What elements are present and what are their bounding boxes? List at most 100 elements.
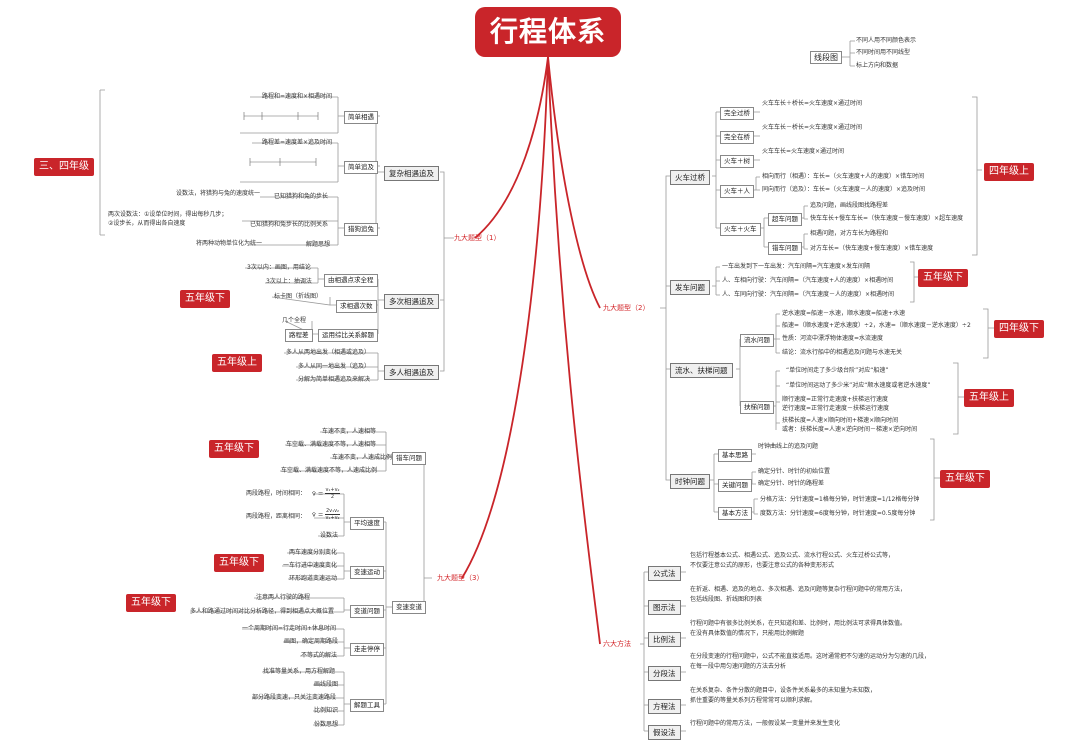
note: 份数思想 <box>314 721 339 728</box>
note: 一车行进中速度变化 <box>283 562 338 569</box>
note: 相遇问题，对方车长为路程和 <box>810 230 889 237</box>
note: 火车车长＋桥长=火车速度×通过时间 <box>762 100 863 107</box>
note: 两车速度分别变化 <box>289 549 338 556</box>
note: 将两种动物单位化为统一 <box>196 240 263 247</box>
note: 人、车同向行驶：汽车间隔=（汽车速度－人的速度）×相遇时间 <box>722 291 895 298</box>
node-flow: 流水问题 <box>740 334 774 347</box>
grade-badge: 四年级上 <box>984 163 1034 181</box>
node: 由相遇点求全程 <box>324 274 378 287</box>
node: 错车问题 <box>768 242 802 255</box>
node-stop: 走走停停 <box>350 643 384 656</box>
grade-badge: 五年级下 <box>940 470 990 488</box>
note: 画图，确定周期路段 <box>284 638 339 645</box>
note: 扶梯长度=人速×顺向时间+梯速×顺向时间 <box>782 417 899 424</box>
branch-label-b2: 九大题型（2） <box>603 304 650 312</box>
node: 完全过桥 <box>720 107 754 120</box>
node: 关键问题 <box>718 479 752 492</box>
node-vchange: 变速运动 <box>350 566 384 579</box>
node: 火车＋火车 <box>720 223 761 236</box>
note: 在没有具体数值的情况下，只能用比例解题 <box>690 630 805 637</box>
note: 逆行速度=正常行走速度－扶梯运行速度 <box>782 405 890 412</box>
note: 或者：扶梯长度=人速×逆向时间－梯速×逆向时间 <box>782 426 918 433</box>
note: 在折返、相遇、追及的地点、多次相遇、追及问题等复杂行程问题中的常用方法， <box>690 586 907 593</box>
note: 路程差=速度差×追及时间 <box>262 139 333 146</box>
node: 求相遇次数 <box>336 300 377 313</box>
note: 包括行程基本公式、相遇公式、追及公式、流水行程公式、火车过桥公式等， <box>690 552 895 559</box>
node: 基本方法 <box>718 507 752 520</box>
node: 路程差 <box>285 329 313 342</box>
node-method: 公式法 <box>648 566 681 581</box>
node-simple-chase: 简单追及 <box>344 161 378 174</box>
grade-badge: 三、四年级 <box>34 158 94 176</box>
note: 环形跑道变速运动 <box>289 575 338 582</box>
note: 在每一段中用匀速问题的方法去分析 <box>690 663 787 670</box>
node-water: 流水、扶梯问题 <box>670 363 733 378</box>
note: 一车出发到下一车出发：汽车间隔=汽车速度×发车间隔 <box>722 263 871 270</box>
node-clock: 时钟问题 <box>670 474 710 489</box>
note: 行程问题中有很多比例关系，在只知道和差、比例时，用比例法可求得具体数值。 <box>690 620 907 627</box>
note: 找准等量关系，用方程解题 <box>263 668 336 675</box>
note: 同向而行（追及）：车长=（火车速度－人的速度）×追及时间 <box>762 186 926 193</box>
note: 比例知识 <box>314 707 339 714</box>
note: 相向而行（相遇）：车长=（火车速度+人的速度）×错车时间 <box>762 173 925 180</box>
note: 标卡图（折线图） <box>274 293 323 300</box>
grade-badge: 五年级下 <box>918 269 968 287</box>
note: 火车车长－桥长=火车速度×通过时间 <box>762 124 863 131</box>
branch-label-b1: 九大题型（1） <box>454 234 501 242</box>
note: 不仅要注意公式的原形，也要注意公式的各种变形形式 <box>690 562 835 569</box>
node: 运用综比关系解题 <box>318 329 378 342</box>
node-fuza: 复杂相遇追及 <box>384 166 439 181</box>
node: 超车问题 <box>768 213 802 226</box>
note: 确定分针、时针的路程差 <box>758 480 825 487</box>
note: 两段路程，距离相同： <box>246 513 307 520</box>
legend-label: 线段图 <box>810 51 842 64</box>
branch-label-b3: 九大题型（3） <box>437 574 484 582</box>
note: 顺行速度=正常行走速度+扶梯运行速度 <box>782 396 889 403</box>
note: 几个全程 <box>282 317 307 324</box>
note: 时钟曲线上的追及问题 <box>758 443 819 450</box>
note: 解题思想 <box>306 241 331 248</box>
note: 在关系复杂、条件分散的题目中，设条件关系最多的未知量为未知数， <box>690 687 877 694</box>
note: 画线段图 <box>314 681 339 688</box>
note: 已知猎狗和兔的步长 <box>274 193 329 200</box>
grade-badge: 五年级下 <box>180 290 230 308</box>
note: 确定分针、时针的初始位置 <box>758 468 831 475</box>
note: 一个周期时间=行走时间+休息时间 <box>242 625 337 632</box>
note: 火车车长=火车速度×通过时间 <box>762 148 845 155</box>
note: 在分段变速的行程问题中，公式不能直接适用。这时通常把不匀速的运动分为匀速的几段， <box>690 653 931 660</box>
note: 路程和=速度和×相遇时间 <box>262 93 333 100</box>
note: 车空载、满载速度不等，人速成比例 <box>281 467 378 474</box>
note: 注意两人行驶的路程 <box>256 594 311 601</box>
note: 两段路程，时间相同： <box>246 490 307 497</box>
note: 设数法 <box>320 532 339 539</box>
grade-badge: 五年级上 <box>212 354 262 372</box>
note: 性质：河流中漂浮物体速度=水流速度 <box>782 335 884 342</box>
note: 逆水速度=船速－水速，顺水速度=船速+水速 <box>782 310 906 317</box>
note: 部分路段变速，只关注变速路段 <box>252 694 337 701</box>
note: 包括线段图、折线图和列表 <box>690 596 763 603</box>
node-many: 多人相遇追及 <box>384 365 439 380</box>
node-avg: 平均速度 <box>350 517 384 530</box>
note: 结论：流水行船中的相遇追及问题与水速无关 <box>782 349 903 356</box>
note: 追及问题，画线段图找路程差 <box>810 202 889 209</box>
note: 船速=（顺水速度+逆水速度）÷2，水速=（顺水速度－逆水速度）÷2 <box>782 322 971 329</box>
note: 两次设数法：①设单位时间，得出每秒几步； <box>108 211 228 218</box>
note: ②设步长，从而得出各自速度 <box>108 220 186 227</box>
node-bus: 发车问题 <box>670 280 710 295</box>
page-title: 行程体系 <box>475 7 621 57</box>
grade-badge: 五年级下 <box>126 594 176 612</box>
legend-item: 不同人用不同颜色表示 <box>856 37 917 44</box>
grade-badge: 五年级上 <box>964 389 1014 407</box>
node-method: 方程法 <box>648 699 681 714</box>
node: 火车＋人 <box>720 185 754 198</box>
grade-badge: 五年级下 <box>214 554 264 572</box>
legend-item: 标上方向和数据 <box>856 62 899 69</box>
node-multi: 多次相遇追及 <box>384 294 439 309</box>
node-method: 比例法 <box>648 632 681 647</box>
node-var: 变速变道 <box>392 601 426 614</box>
note: 车速不变，人速成比例 <box>332 454 393 461</box>
